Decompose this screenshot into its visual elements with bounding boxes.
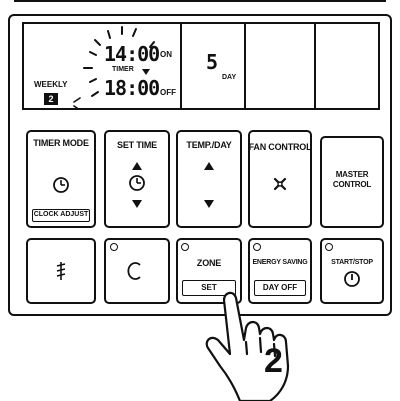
indicator-led: [325, 243, 333, 251]
master-control-button[interactable]: [320, 136, 384, 228]
on-label: ON: [160, 50, 172, 59]
lcd-divider: [244, 22, 246, 110]
indicator-led: [181, 243, 189, 251]
celsius-icon: [127, 262, 141, 280]
day-label: DAY: [222, 74, 237, 81]
on-time-readout: 14:00: [104, 42, 160, 66]
step-number: 2: [264, 342, 283, 380]
louver-swing-icon: [56, 262, 66, 280]
clock-adjust-button[interactable]: CLOCK ADJUST: [32, 209, 90, 222]
lcd-divider: [180, 22, 182, 110]
pressing-hand-illustration: [205, 291, 290, 401]
temp-day-down-icon[interactable]: [204, 200, 214, 208]
energy-saving-label: ENERGY SAVING: [252, 259, 308, 266]
fan-icon: [273, 177, 287, 191]
set-time-label: SET TIME: [117, 140, 157, 150]
blink-rays-icon: [73, 26, 155, 110]
day-number: 5: [206, 50, 218, 74]
fan-control-button[interactable]: [248, 130, 312, 228]
zone-label: ZONE: [196, 258, 222, 268]
start-stop-label: START/STOP: [331, 259, 373, 266]
temp-day-button[interactable]: [176, 130, 242, 228]
temp-day-label: TEMP./DAY: [186, 140, 232, 150]
timer-label: TIMER: [112, 66, 134, 73]
zone-set-button[interactable]: SET: [182, 280, 236, 296]
power-icon: [344, 271, 360, 287]
timer-mode-label: TIMER MODE: [33, 138, 89, 148]
off-time-readout: 18:00: [104, 76, 160, 100]
lcd-divider: [314, 22, 316, 110]
temp-day-up-icon[interactable]: [204, 162, 214, 170]
weekly-label: WEEKLY: [34, 80, 68, 89]
fan-control-label: FAN CONTROL: [248, 142, 312, 152]
controller-top-edge: [14, 0, 386, 6]
weekly-number: 2: [44, 93, 58, 105]
day-off-button[interactable]: DAY OFF: [254, 280, 306, 296]
off-label: OFF: [160, 88, 176, 97]
lcd-display: [22, 22, 380, 110]
set-time-down-icon[interactable]: [132, 200, 142, 208]
clock-icon: [53, 177, 69, 193]
indicator-led: [253, 243, 261, 251]
indicator-led: [110, 243, 118, 251]
timer-indicator-icon: [142, 69, 150, 75]
set-time-up-icon[interactable]: [132, 162, 142, 170]
clock-icon: [129, 175, 145, 191]
master-control-label: MASTER CONTROL: [332, 170, 372, 189]
